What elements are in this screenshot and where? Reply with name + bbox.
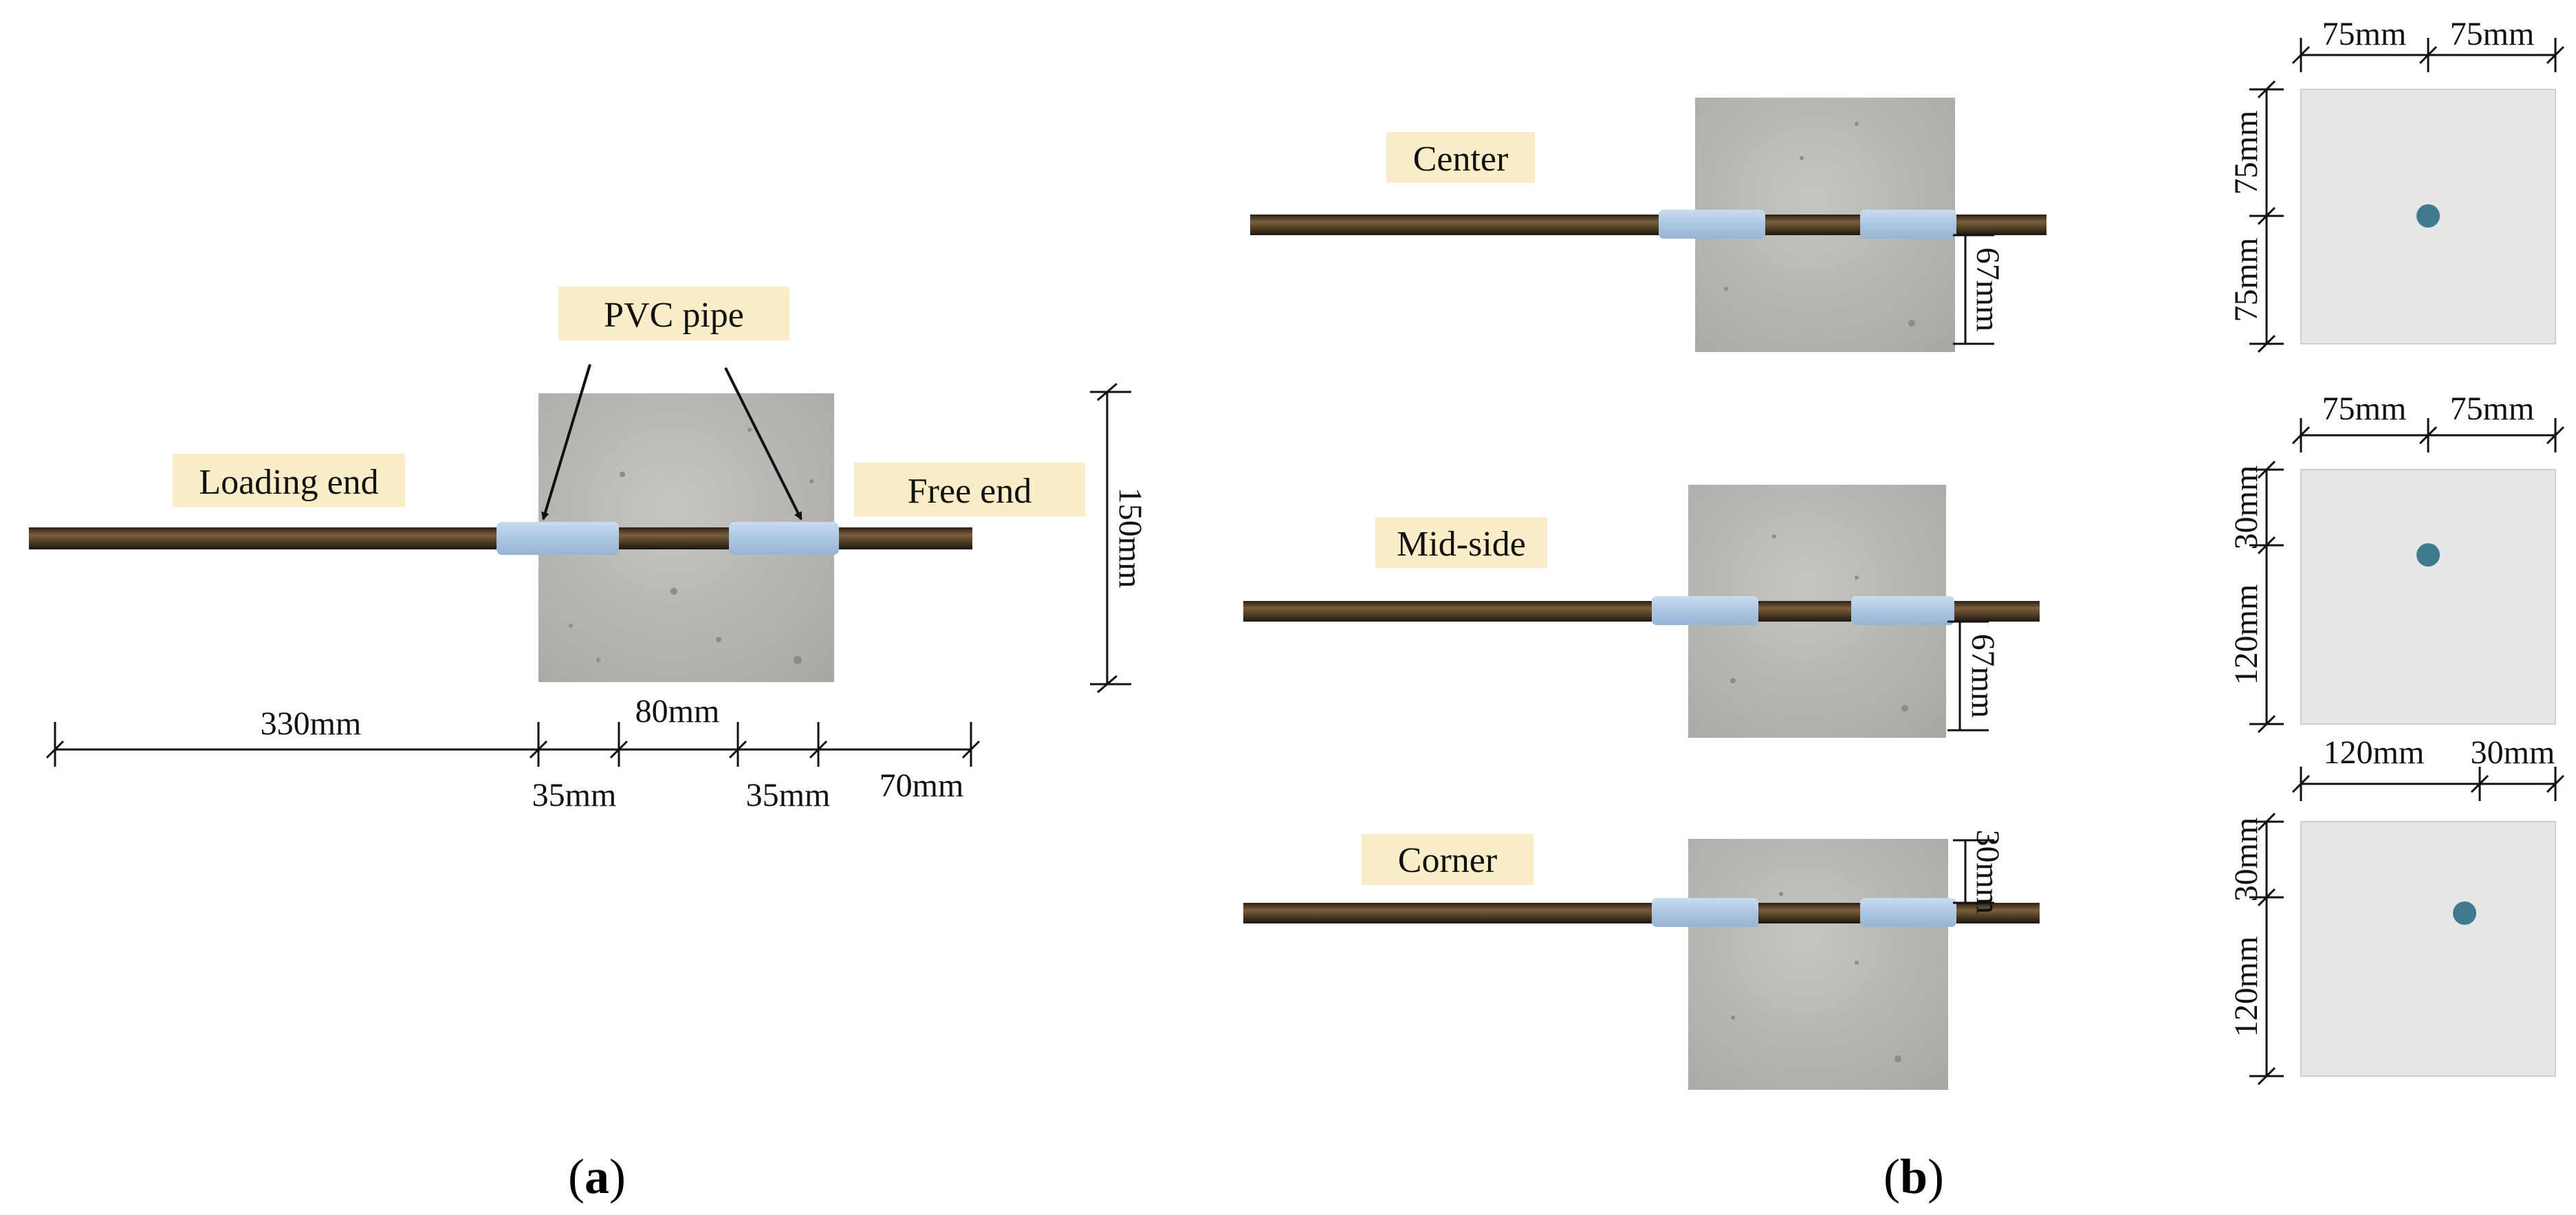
sec-corner-top-2: 30mm: [2471, 734, 2555, 771]
section-mid-side: 75mm 75mm 30mm 120mm: [2228, 391, 2565, 734]
center-label: Center: [1413, 140, 1509, 179]
center-label-box: [1386, 132, 1535, 183]
mid-side-dim: 67mm: [1965, 634, 2001, 719]
dim-80-text: 80mm: [635, 693, 720, 730]
corner-label-box: [1362, 834, 1533, 885]
sec-mid-top-1: 75mm: [2322, 391, 2407, 427]
corner-side-dim: 30mm: [1969, 830, 2006, 915]
pvc-arrow-right: [724, 367, 803, 521]
pvc-mid-right: [1851, 596, 1954, 625]
free-label-box: [854, 463, 1085, 516]
dim-70-text: 70mm: [880, 767, 964, 804]
center-side-dim: 67mm: [1969, 248, 2006, 332]
dim-150-text: 150mm: [1112, 488, 1148, 589]
dim-height-150: 150mm: [1090, 382, 1148, 694]
pvc-arrow-left: [541, 364, 591, 521]
free-end-label: Free end: [908, 472, 1032, 511]
pvc-label-box: [558, 287, 789, 340]
row-corner: Corner 30mm: [1243, 830, 2040, 1090]
mid-side-label: Mid-side: [1397, 525, 1526, 564]
concrete-pores-a: [569, 428, 814, 664]
pvc-mid-left: [1652, 596, 1758, 625]
pvc-pipe-free-side: [729, 522, 839, 555]
sec-corner-left-2: 120mm: [2228, 937, 2264, 1038]
loading-label-box: [173, 454, 405, 507]
loading-end-label: Loading end: [199, 463, 378, 502]
row-center: Center 67mm: [1250, 98, 2046, 352]
dim-35a-text: 35mm: [532, 777, 617, 813]
pvc-label: PVC pipe: [604, 296, 744, 335]
caption-a: (a): [568, 1149, 626, 1204]
section-corner-face: [2300, 821, 2556, 1077]
corner-label: Corner: [1398, 841, 1497, 880]
bar-dot-corner: [2453, 901, 2476, 925]
sec-mid-left-2: 120mm: [2228, 584, 2264, 686]
section-center: 75mm 75mm 75mm 75mm: [2228, 16, 2565, 353]
sec-mid-top-2: 75mm: [2450, 391, 2535, 427]
bar-dot-mid: [2416, 543, 2440, 567]
sec-center-left-2: 75mm: [2228, 238, 2264, 322]
mid-label-box: [1375, 517, 1547, 568]
section-mid-face: [2300, 469, 2556, 725]
dim-chain-a: [45, 722, 981, 767]
dim-330-text: 330mm: [261, 705, 362, 742]
concrete-block-corner: [1688, 839, 1948, 1090]
sec-corner-top-1: 120mm: [2324, 734, 2425, 771]
pvc-center-left: [1659, 210, 1765, 239]
dim-35b-text: 35mm: [746, 777, 831, 813]
pvc-corner-right: [1860, 898, 1956, 927]
section-corner: 120mm 30mm 30mm 120mm: [2228, 734, 2565, 1086]
sec-mid-left-1: 30mm: [2228, 466, 2264, 550]
bar-dot-center: [2416, 204, 2440, 228]
pvc-pipe-loading-side: [496, 522, 619, 555]
sec-center-left-1: 75mm: [2228, 111, 2264, 195]
caption-b: (b): [1884, 1149, 1944, 1204]
pvc-corner-left: [1652, 898, 1758, 927]
sec-corner-left-1: 30mm: [2228, 818, 2264, 902]
panel-a: PVC pipe Loading end Free end 150mm: [29, 287, 1148, 1204]
pvc-center-right: [1860, 210, 1956, 239]
sec-center-top-1: 75mm: [2322, 16, 2407, 52]
sec-center-top-2: 75mm: [2450, 16, 2535, 52]
row-mid-side: Mid-side 67mm: [1243, 485, 2040, 738]
